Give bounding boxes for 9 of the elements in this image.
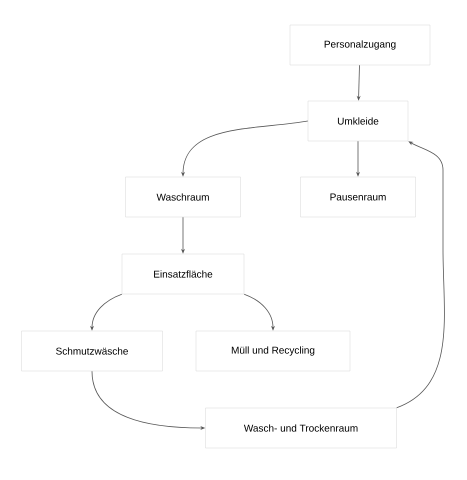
room-box: Einsatzfläche: [122, 254, 244, 294]
room-box: Pausenraum: [300, 176, 416, 218]
room-box: Personalzugang: [290, 24, 430, 66]
room-box: Umkleide: [308, 100, 408, 142]
room-box: Waschraum: [125, 176, 241, 218]
room-box: Müll und Recycling: [196, 330, 350, 372]
arrow: [396, 141, 445, 408]
room-box: Wasch- und Trockenraum: [205, 408, 397, 448]
room-box: Schmutzwäsche: [21, 330, 163, 372]
